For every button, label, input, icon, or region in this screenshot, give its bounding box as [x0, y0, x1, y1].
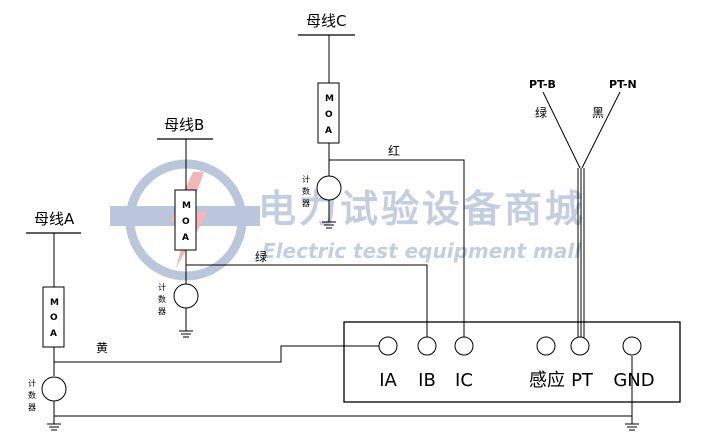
test-instrument	[343, 321, 681, 403]
pt-black-label: 黑	[592, 106, 604, 120]
terminal-ia-icon	[378, 336, 398, 356]
counter-b-char-2: 数	[158, 294, 166, 304]
terminal-induction-label: 感应	[529, 370, 565, 391]
terminal-pt-label: PT	[571, 370, 594, 391]
counter-b-char-1: 计	[158, 282, 166, 292]
counter-b-icon	[173, 283, 199, 309]
pt-b-label: PT-B	[529, 78, 556, 91]
busbar-b: 母线B	[157, 116, 213, 140]
moa-a-letter-o: O	[50, 313, 58, 323]
watermark-en: Electric test equipment mall	[262, 239, 582, 263]
green-wire-label: 绿	[255, 249, 267, 264]
moa-b-letter-o: O	[182, 217, 190, 227]
busbar-a-label: 母线A	[34, 210, 75, 228]
pt-n-lead	[581, 91, 621, 169]
busbar-c: 母线C	[298, 12, 355, 36]
pt-green-label: 绿	[535, 105, 547, 120]
moa-a-letter-a: A	[50, 329, 57, 339]
pt-b-lead	[542, 91, 581, 169]
counter-c-char-3: 器	[302, 199, 310, 208]
counter-a-char-1: 计	[28, 378, 36, 388]
terminal-gnd-icon	[622, 336, 642, 356]
moa-c-letter-a: A	[325, 126, 332, 136]
phase-a-branch	[41, 233, 67, 431]
phase-b-branch	[173, 139, 199, 338]
busbar-b-label: 母线B	[164, 116, 204, 134]
terminal-induction-icon	[536, 336, 556, 356]
counter-b-char-3: 器	[158, 307, 166, 316]
terminal-gnd-label: GND	[613, 370, 654, 391]
moa-b-letter-m: M	[182, 201, 191, 211]
yellow-wire-label: 黄	[96, 341, 108, 355]
moa-c-letter-o: O	[325, 110, 333, 120]
counter-c-char-2: 数	[302, 186, 310, 196]
moa-c-letter-m: M	[325, 94, 334, 104]
counter-a-char-2: 数	[28, 390, 36, 400]
moa-a-letter-m: M	[50, 298, 59, 308]
watermark-cn: 电力试验设备商城	[258, 187, 586, 231]
counter-c-icon	[316, 175, 342, 201]
yellow-wire	[54, 345, 388, 363]
busbar-c-label: 母线C	[306, 12, 346, 30]
terminal-ic-label: IC	[455, 370, 473, 391]
busbar-a: 母线A	[26, 210, 81, 234]
terminal-ic-icon	[454, 336, 474, 356]
pt-n-label: PT-N	[609, 78, 637, 91]
terminal-ib-icon	[417, 336, 437, 356]
terminal-ia-label: IA	[379, 370, 397, 391]
terminal-pt-icon	[570, 336, 590, 356]
red-wire	[329, 159, 465, 338]
moa-b-letter-a: A	[182, 233, 189, 243]
counter-a-char-3: 器	[28, 403, 36, 412]
counter-c-char-1: 计	[302, 174, 310, 184]
green-wire	[186, 264, 428, 338]
red-wire-label: 红	[388, 143, 400, 158]
terminal-ib-label: IB	[418, 370, 436, 391]
counter-a-icon	[41, 376, 67, 402]
